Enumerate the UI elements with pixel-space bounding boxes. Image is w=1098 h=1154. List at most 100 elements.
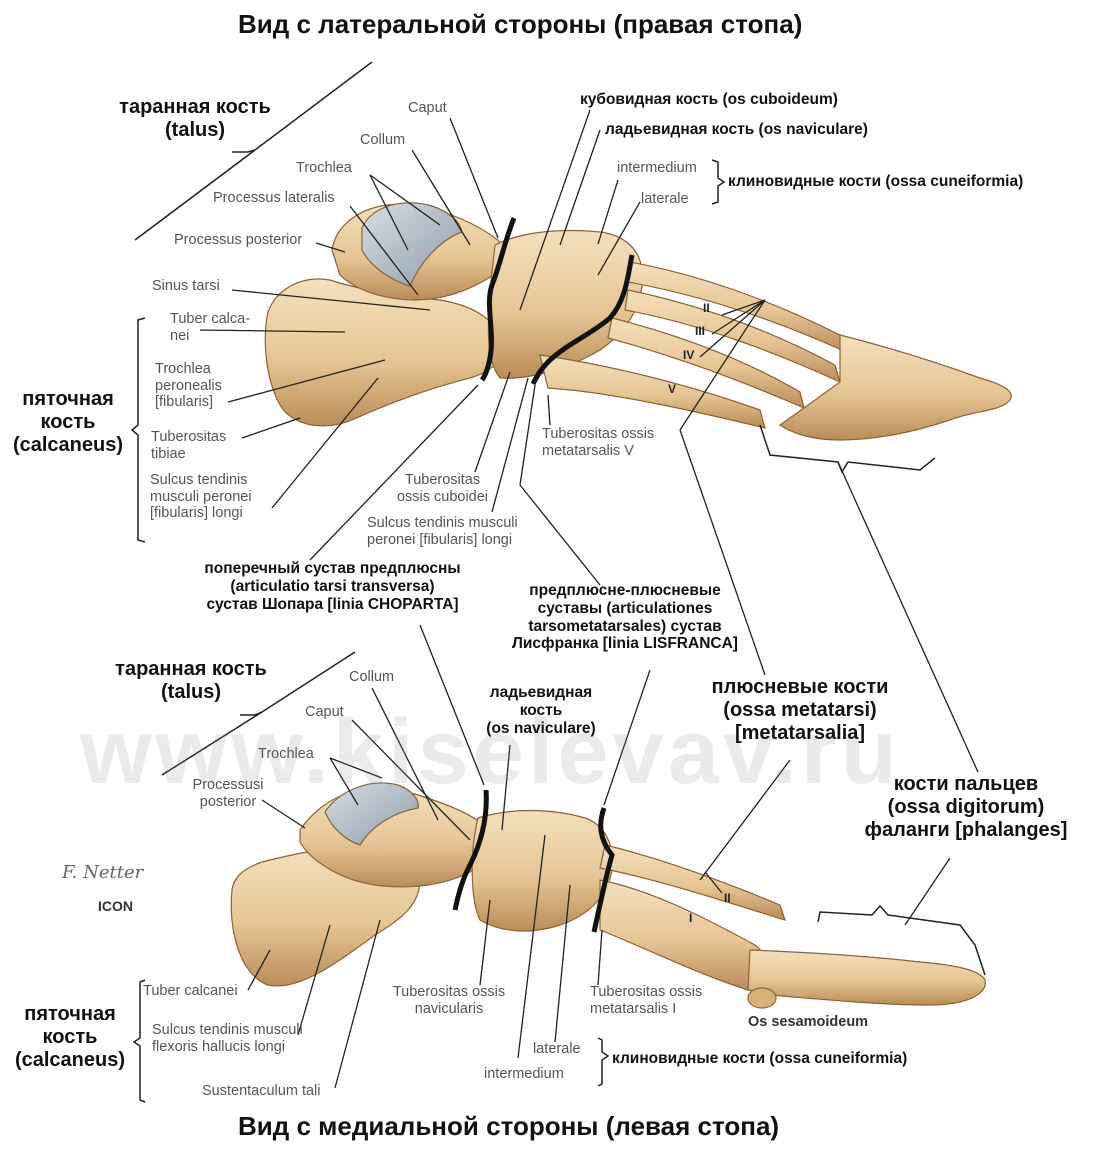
leader-proc-lat [349,205,419,296]
leader-collum [411,149,471,246]
label-b-cuneiform: клиновидные кости (ossa cuneiformia) [612,1050,908,1067]
leader-b-laterale [554,884,571,1043]
label-digitorum: кости пальцев (ossa digitorum) фаланги [… [838,773,1094,842]
leader-b-trochlea-b [329,757,359,806]
leader-chopart-top [309,384,479,561]
top-calcaneus-line2: кость [40,411,96,433]
label-b-processus-2: posterior [199,793,257,810]
label-lisfranc-1: предплюсне-плюсневые [529,582,721,599]
label-b-sesamoid: Os sesamoideum [748,1014,869,1030]
leader-intermedium [597,179,619,245]
label-b-collum: Collum [349,669,395,685]
label-metatarsi: плюсневые кости (ossa metatarsi) [metata… [682,676,918,745]
leader-sinus [231,289,431,311]
label-cuboid: кубовидная кость (os cuboideum) [580,91,838,108]
label-trochlea-peronealis-2: peronealis [155,377,222,394]
leader-mt-4 [699,299,766,358]
label-tuber-calcanei-1: Tuber calca- [170,311,251,327]
leader-b-tuber [247,949,271,991]
label-tuberositas-tibiae-1: Tuberositas [151,429,227,445]
leader-lines [199,109,979,1089]
label-lisfranc-4: Лисфранка [linia LISFRANCA] [512,635,738,653]
leader-mt-3 [711,299,766,335]
top-calcaneus-line3: (calcaneus) [12,434,124,456]
leader-sulcus-per-2 [491,377,529,513]
bottom-talus-line2: (talus) [161,681,221,703]
label-sulcus-peronei: Sulcus tendinis musculi peronei [fibular… [150,472,252,522]
leader-b-intermedium [517,834,546,1059]
leader-trochlea-b [369,174,441,226]
label-tuberositas-cuboid: Tuberositas ossis cuboidei [385,472,500,505]
title-top: Вид с латеральной стороны (правая стопа) [238,9,803,39]
bottom-talus-line1: таранная кость [115,658,267,680]
label-sulcus-peronei-lower-2: peronei [fibularis] longi [367,531,513,548]
bracket-bottom-calcaneus [132,979,146,1103]
label-navicular: ладьевидная кость (os naviculare) [605,121,868,138]
label-trochlea-peronealis-3: [fibularis] [155,394,214,411]
numeral-mt-5: V [668,382,677,396]
leader-b-navicular [501,744,511,831]
label-chopart: поперечный сустав предплюсны (articulati… [160,560,505,613]
label-cuneiform-top: клиновидные кости (ossa cuneiformia) [728,173,1024,190]
title-bottom: Вид с медиальной стороны (левая стопа) [238,1111,780,1141]
bracket-bottom-talus [161,651,356,776]
label-sulcus-peronei-2: musculi peronei [150,488,252,505]
label-b-navicular-1: ладьевидная [489,684,593,701]
numeral-mt-4: IV [683,348,695,362]
leader-tub-cuboid [474,371,511,473]
top-talus-line1: таранная кость [119,96,271,118]
bracket-top-cuneiform [711,159,726,205]
label-b-tuberositas-nav-2: navicularis [414,1000,484,1017]
bottom-trochlea-cartilage [324,782,419,846]
label-b-navicular-2: кость [519,701,563,719]
bottom-chopart-line [452,789,489,911]
bottom-calcaneus-line3: (calcaneus) [14,1049,126,1071]
label-b-tuberositas-nav: Tuberositas ossis navicularis [384,984,514,1017]
leader-digits-bottom [904,857,951,926]
leader-lisfranc-top [519,384,601,586]
artist-signature: F. Netter [62,862,144,883]
label-metatarsi-1: плюсневые кости [711,676,889,698]
numeral-b-mt-1: I [689,911,693,925]
label-sulcus-peronei-lower-1: Sulcus tendinis musculi [367,515,518,531]
label-b-processus: Processusi posterior [182,777,274,810]
watermark: www.kiselevav.ru [80,701,901,803]
label-tuberositas-tibiae: Tuberositas tibiae [151,429,226,462]
leader-laterale [597,201,641,276]
publisher-logo: ICON [98,898,133,914]
leader-chopart-bottom [419,624,485,786]
label-digitorum-3: фаланги [phalanges] [864,819,1068,841]
brackets [130,61,986,1103]
label-chopart-2: (articulatio tarsi transversa) [230,577,435,595]
leader-b-mt-2 [704,871,723,894]
label-b-tuberositas-mt1-2: metatarsalis I [590,1000,677,1017]
label-b-tuberositas-nav-1: Tuberositas ossis [392,984,506,1000]
top-chopart-line [479,217,517,382]
top-calcaneus-shape [264,278,502,427]
bottom-talus-label: таранная кость (talus) [96,658,286,704]
label-metatarsi-2: (ossa metatarsi) [723,699,877,721]
leader-cuboid [519,109,591,311]
label-tuberositas-mt5-1: Tuberositas ossis [542,426,655,442]
label-processus-lateralis: Processus lateralis [213,190,335,206]
label-collum: Collum [360,132,406,148]
leader-metatarsi-bottom [699,759,791,881]
bracket-top-talus [134,61,373,241]
leader-b-tub-nav [479,899,491,986]
label-digitorum-2: (ossa digitorum) [887,796,1045,818]
label-b-navicular: ладьевидная кость (os naviculare) [466,684,616,737]
bottom-calcaneus-line1: пяточная [24,1003,116,1025]
label-caput: Caput [408,100,447,116]
bottom-metatarsal-2 [599,844,786,921]
label-tuberositas-mt5: Tuberositas ossis metatarsalis V [542,426,654,459]
numeral-mt-3: III [695,324,706,338]
label-tuber-calcanei-2: nei [170,327,190,344]
leader-b-tub-mt1 [597,929,603,986]
bottom-calcaneus-line2: кость [42,1026,98,1048]
leader-sulcus-per [271,377,379,509]
leader-tub-mt5 [547,394,551,426]
label-b-sulcus-2: flexoris hallucis longi [152,1038,285,1055]
label-b-tuber-calcanei: Tuber calcanei [143,983,238,999]
bottom-sesamoid-shape [747,987,777,1009]
